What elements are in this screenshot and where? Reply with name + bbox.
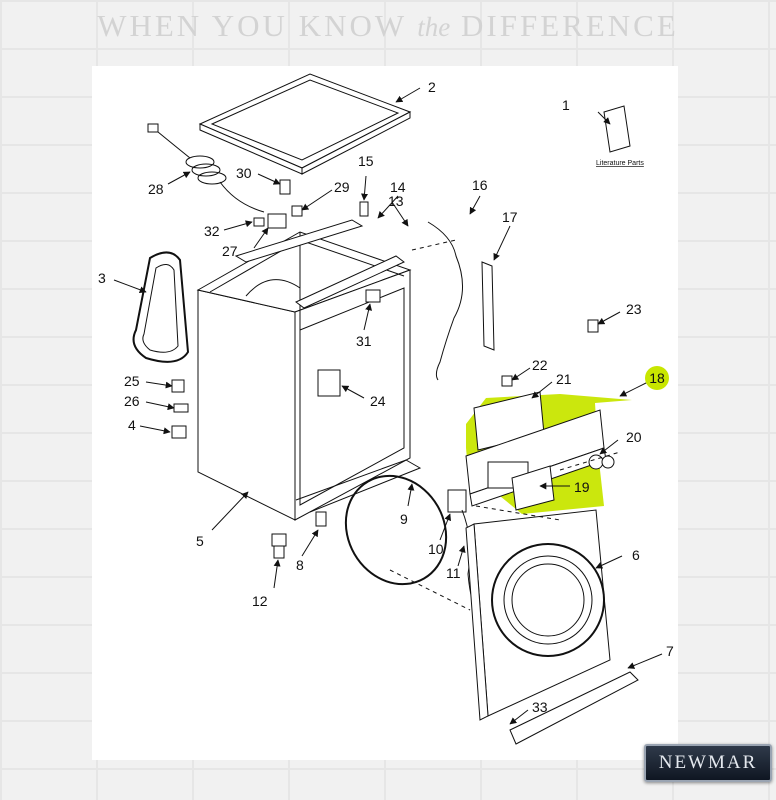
- kickplate-part: [509, 671, 639, 745]
- callout-leaders: [113, 87, 663, 725]
- callout-5: 5: [196, 533, 204, 549]
- door-seal-part: [344, 474, 448, 586]
- callout-31: 31: [356, 333, 372, 349]
- tagline-italic: the: [417, 12, 451, 42]
- callout-15: 15: [358, 153, 374, 169]
- callout-16: 16: [472, 177, 488, 193]
- callout-30: 30: [236, 165, 252, 181]
- callout-19: 19: [574, 479, 590, 495]
- callout-20: 20: [626, 429, 642, 445]
- tagline-part-2: DIFFERENCE: [461, 8, 679, 43]
- callout-8: 8: [296, 557, 304, 573]
- literature-parts-icon: [603, 105, 631, 153]
- callout-25: 25: [124, 373, 140, 389]
- callout-17: 17: [502, 209, 518, 225]
- callout-7: 7: [666, 643, 674, 659]
- tub-gasket-part: [132, 251, 190, 363]
- part-24: [317, 369, 341, 397]
- cabinet-part: [196, 231, 422, 521]
- part-25: [171, 379, 185, 393]
- front-panel-part: [465, 509, 611, 721]
- part-27: [267, 213, 287, 229]
- callout-9: 9: [400, 511, 408, 527]
- control-panel-part: [465, 409, 607, 511]
- callout-27: 27: [222, 243, 238, 259]
- callout-33: 33: [532, 699, 548, 715]
- callout-21: 21: [556, 371, 572, 387]
- leveling-leg-part: [271, 533, 287, 559]
- callout-22: 22: [532, 357, 548, 373]
- part-30: [279, 179, 291, 195]
- callout-2: 2: [428, 79, 436, 95]
- part-26: [173, 403, 189, 413]
- tagline: WHEN YOU KNOW the DIFFERENCE: [0, 8, 776, 44]
- top-brackets-part: [234, 219, 405, 309]
- wire-harness-part: [427, 221, 464, 381]
- literature-parts-label: Literature Parts: [596, 160, 644, 167]
- callout-26: 26: [124, 393, 140, 409]
- callout-28: 28: [148, 181, 164, 197]
- callout-3: 3: [98, 270, 106, 286]
- callout-32: 32: [204, 223, 220, 239]
- newmar-logo: NEWMAR: [644, 744, 772, 782]
- door-lock-part: [447, 489, 467, 513]
- part-32: [253, 217, 265, 227]
- part-23: [587, 319, 599, 333]
- part-22: [501, 375, 513, 387]
- callout-23: 23: [626, 301, 642, 317]
- part-8: [315, 511, 327, 527]
- power-cord-part: [147, 123, 265, 213]
- callout-4: 4: [128, 417, 136, 433]
- callout-18-badge: 18: [645, 366, 669, 390]
- part-15: [359, 201, 369, 217]
- logo-text: NEWMAR: [658, 752, 758, 773]
- callout-18: 18: [649, 370, 665, 386]
- callout-10: 10: [428, 541, 444, 557]
- part-31: [365, 289, 381, 303]
- assembly-lines: [389, 239, 621, 611]
- callout-12: 12: [252, 593, 268, 609]
- callout-11: 11: [446, 565, 461, 581]
- callout-1: 1: [562, 97, 570, 113]
- part-29: [291, 205, 303, 217]
- top-panel-part: [198, 73, 412, 175]
- part-17: [481, 261, 495, 351]
- callout-24: 24: [370, 393, 386, 409]
- callout-29: 29: [334, 179, 350, 195]
- tagline-part-1: WHEN YOU KNOW: [97, 8, 407, 43]
- part-4: [171, 425, 187, 439]
- callout-6: 6: [632, 547, 640, 563]
- callout-14: 14: [390, 179, 406, 195]
- callout-13: 13: [388, 193, 404, 209]
